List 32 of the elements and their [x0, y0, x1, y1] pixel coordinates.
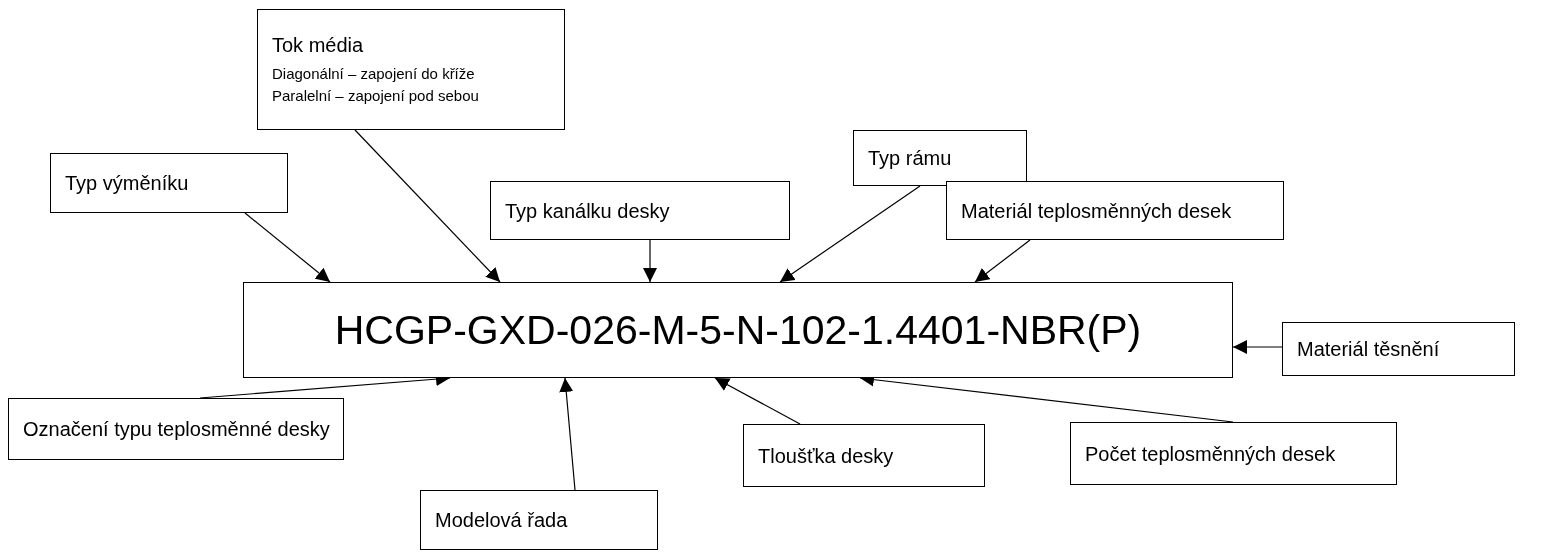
label-box	[1070, 422, 1397, 485]
description-text: Paralelní – zapojení pod sebou	[272, 85, 480, 106]
arrow	[779, 185, 921, 283]
model-code: HCGP-GXD-026-M-5-N-102-1.4401-NBR(P)	[334, 306, 1142, 354]
label-text: Typ rámu	[868, 146, 953, 170]
label-box	[946, 181, 1284, 240]
arrow	[714, 377, 801, 425]
label-text: Tloušťka desky	[758, 443, 895, 468]
label-box	[8, 398, 344, 460]
label-box	[257, 9, 565, 130]
label-text: Modelová řada	[435, 508, 569, 532]
arrow	[244, 212, 331, 283]
arrow	[1232, 340, 1283, 354]
code-box	[243, 282, 1233, 378]
label-text: Typ výměníku	[65, 171, 190, 195]
arrow	[559, 377, 576, 491]
arrow	[974, 239, 1031, 283]
label-box	[490, 181, 790, 240]
arrow	[354, 129, 501, 283]
label-text: Materiál teplosměnných desek	[961, 198, 1233, 223]
label-text: Tok média	[272, 32, 365, 57]
label-text: Označení typu teplosměnné desky	[23, 417, 329, 441]
description-text: Diagonální – zapojení do kříže	[272, 63, 476, 84]
label-text: Počet teplosměnných desek	[1085, 441, 1337, 466]
arrow	[643, 239, 657, 283]
label-box	[853, 130, 1027, 186]
label-box	[50, 153, 288, 213]
label-box	[420, 490, 658, 550]
label-box	[1282, 322, 1515, 376]
label-text: Typ kanálku desky	[505, 198, 671, 223]
label-text: Materiál těsnění	[1297, 337, 1441, 361]
label-box	[743, 424, 985, 487]
